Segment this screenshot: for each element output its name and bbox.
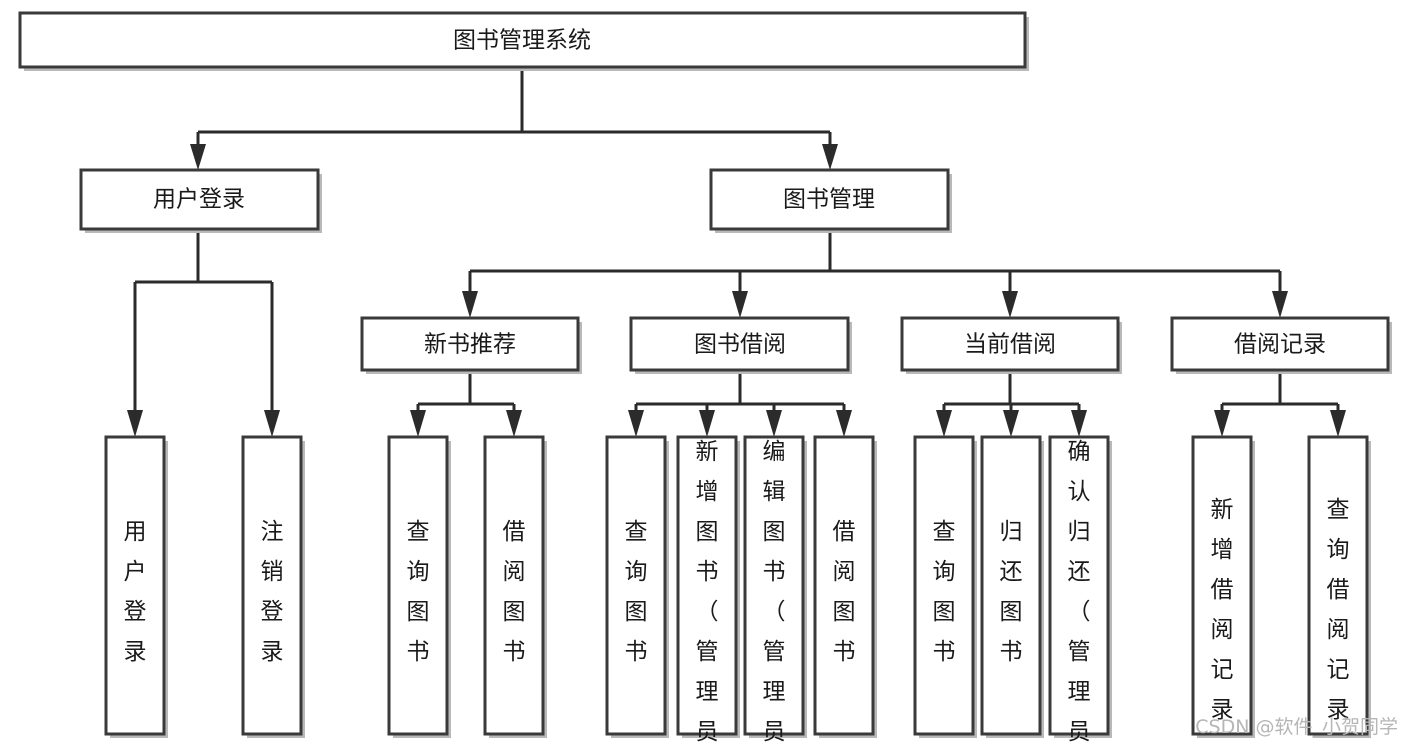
node-leaf-return-book-label: 归还图书 [1000,519,1023,665]
node-leaf-query-book-3-rect [913,435,975,736]
node-leaf-borrow-book-2[interactable]: 借阅图书 [813,435,877,738]
node-leaf-logout-login-rect [241,435,303,736]
node-leaf-query-book-1-label: 查询图书 [407,519,430,665]
node-current-borrow-label: 当前借阅 [964,332,1056,358]
node-leaf-user-login[interactable]: 用户登录 [104,435,168,738]
node-leaf-edit-book-label: 编辑图书（管理员） [763,439,786,747]
csdn-watermark: CSDN @软件_小贺同学 [1195,716,1398,738]
node-leaf-return-book[interactable]: 归还图书 [980,435,1044,738]
node-leaf-query-book-1[interactable]: 查询图书 [387,435,451,738]
node-new-book-recommend-rect [360,316,580,372]
node-leaf-borrow-book-2-rect [813,435,875,736]
node-borrow-record-label: 借阅记录 [1234,332,1326,358]
node-leaf-confirm-return-label: 确认归还（管理员） [1068,439,1091,747]
node-leaf-borrow-book-1-rect [483,435,545,736]
arrow-leaf-confirm-return [1071,410,1087,437]
arrow-leaf-add-book [699,410,715,437]
node-leaf-query-book-1-rect [387,435,449,736]
arrow-leaf-query-book-1 [410,410,426,437]
node-leaf-add-book[interactable]: 新增图书（管理员） [676,435,740,747]
node-book-borrow-rect [629,316,850,372]
node-current-borrow[interactable]: 当前借阅 [900,316,1122,374]
node-user-login-label: 用户登录 [153,187,245,213]
arrow-leaf-borrow-book-2 [836,410,852,437]
node-leaf-query-book-2-label: 查询图书 [625,519,648,665]
node-leaf-add-record-rect [1191,435,1253,736]
node-new-book-recommend[interactable]: 新书推荐 [360,316,582,374]
node-leaf-add-record[interactable]: 新增借阅记录 [1191,435,1255,738]
node-book-manage-rect [709,168,950,231]
node-leaf-add-book-rect [676,435,738,736]
node-leaf-edit-book[interactable]: 编辑图书（管理员） [743,435,807,747]
node-new-book-recommend-label: 新书推荐 [424,332,516,358]
arrow-borrow-record [1272,291,1288,318]
node-leaf-query-book-2[interactable]: 查询图书 [605,435,669,738]
node-leaf-user-login-label: 用户登录 [124,519,147,665]
node-leaf-add-record-label: 新增借阅记录 [1211,497,1234,723]
node-leaf-logout-login[interactable]: 注销登录 [241,435,305,738]
arrow-leaf-query-book-3 [936,410,952,437]
node-root-rect [18,11,1027,69]
arrow-leaf-add-record [1214,410,1230,437]
node-leaf-query-record-label: 查询借阅记录 [1327,497,1350,723]
arrow-leaf-borrow-book-1 [506,410,522,437]
node-leaf-add-book-label: 新增图书（管理员） [696,439,719,747]
node-leaf-borrow-book-2-label: 借阅图书 [833,519,856,665]
node-book-manage-label: 图书管理 [783,187,875,213]
edges-layer [127,68,1346,437]
node-leaf-query-book-2-rect [605,435,667,736]
node-leaf-borrow-book-1[interactable]: 借阅图书 [483,435,547,738]
arrow-leaf-return-book [1003,410,1019,437]
node-leaf-query-record[interactable]: 查询借阅记录 [1307,435,1371,738]
arrow-user-login [190,144,206,170]
arrow-leaf-query-book-2 [628,410,644,437]
node-root-label: 图书管理系统 [453,28,591,54]
node-borrow-record[interactable]: 借阅记录 [1170,316,1392,374]
arrow-current-borrow [1002,291,1018,318]
node-leaf-user-login-rect [104,435,166,736]
node-leaf-query-record-rect [1307,435,1369,736]
node-current-borrow-rect [900,316,1120,372]
node-book-borrow[interactable]: 图书借阅 [629,316,852,374]
arrow-leaf-edit-book [766,410,782,437]
arrow-leaf-query-record [1330,410,1346,437]
node-leaf-confirm-return[interactable]: 确认归还（管理员） [1048,435,1112,747]
arrow-new-book-recommend [462,291,478,318]
arrow-leaf-user-login [127,410,143,437]
node-leaf-query-book-3-label: 查询图书 [933,519,956,665]
arrow-book-borrow [732,291,748,318]
node-book-borrow-label: 图书借阅 [694,332,786,358]
node-leaf-query-book-3[interactable]: 查询图书 [913,435,977,738]
node-user-login[interactable]: 用户登录 [79,168,322,233]
node-leaf-borrow-book-1-label: 借阅图书 [503,519,526,665]
node-leaf-return-book-rect [980,435,1042,736]
node-leaf-confirm-return-rect [1048,435,1110,736]
node-borrow-record-rect [1170,316,1390,372]
node-leaf-logout-login-label: 注销登录 [261,519,284,665]
node-root[interactable]: 图书管理系统 [18,11,1029,71]
node-book-manage[interactable]: 图书管理 [709,168,952,233]
node-leaf-edit-book-rect [743,435,805,736]
node-user-login-rect [79,168,320,231]
arrow-book-manage [822,144,838,170]
arrow-leaf-logout [264,410,280,437]
